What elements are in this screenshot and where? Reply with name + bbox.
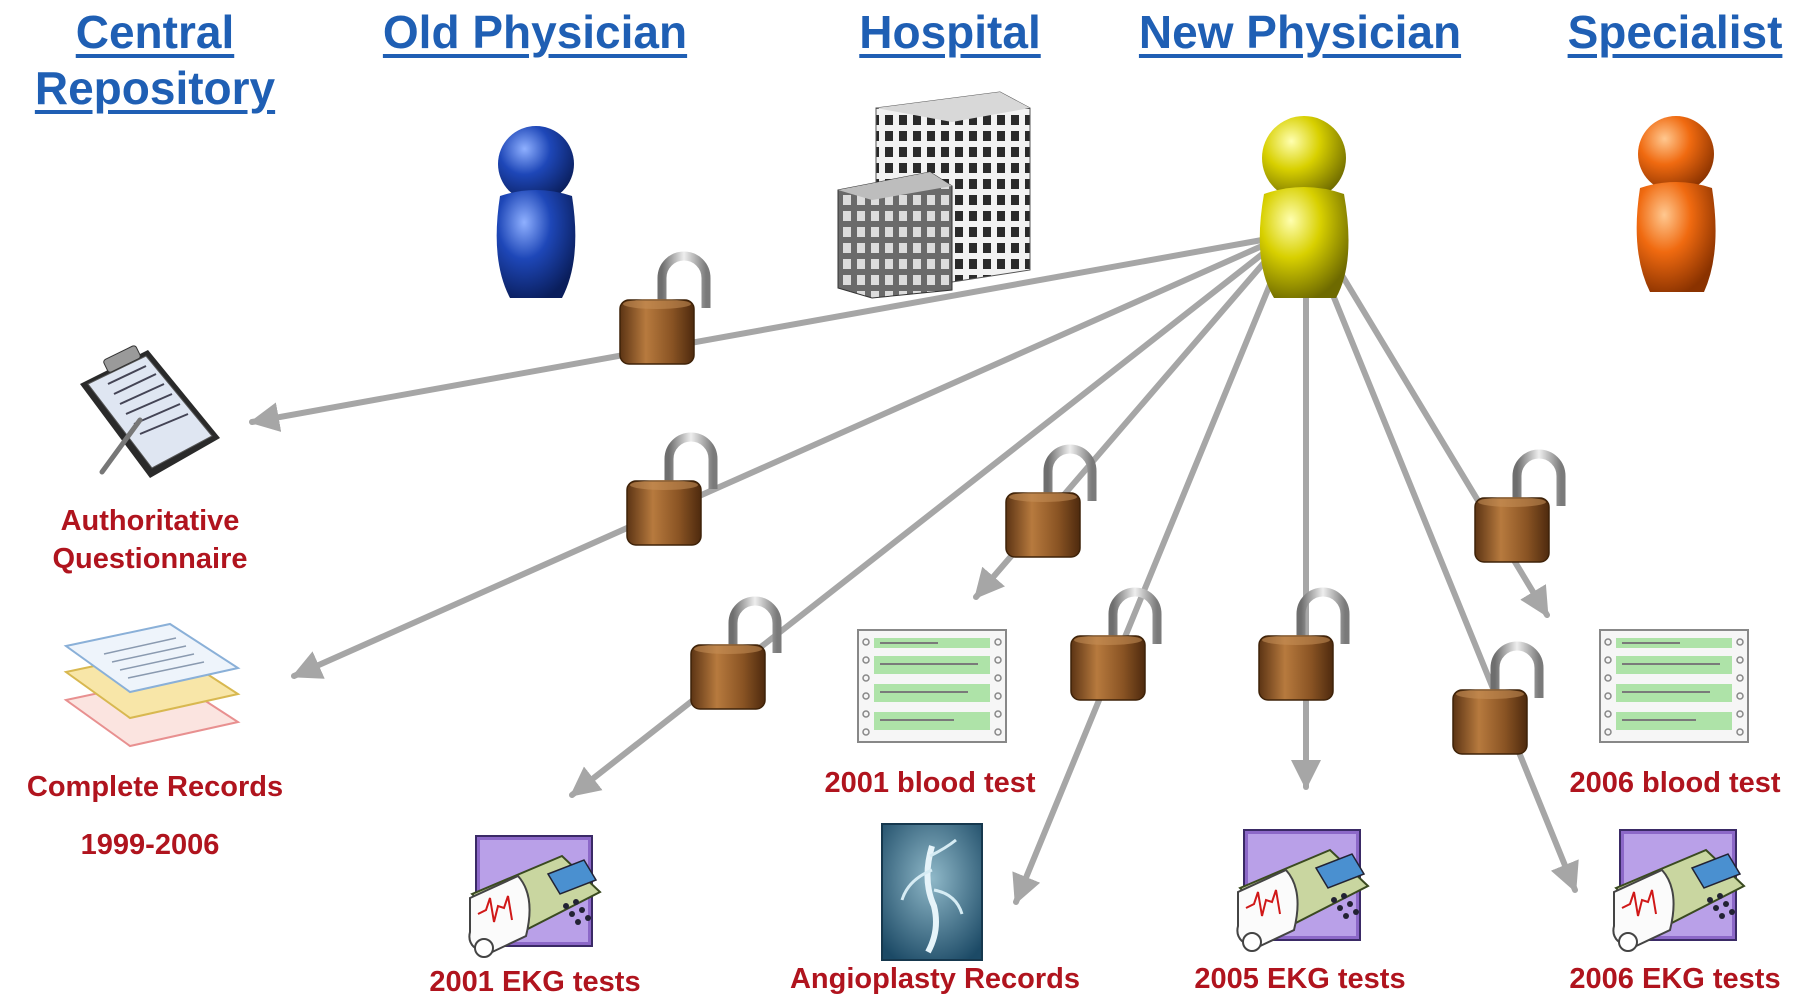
complete-records-document-stack-icon: [63, 622, 241, 748]
angioplasty-xray-icon: [881, 823, 983, 961]
blood-2006-label: 2006 blood test: [1569, 767, 1781, 799]
arrow-to-questionnaire: [249, 237, 1265, 432]
blood-2006-lab-report-icon: [1599, 629, 1749, 743]
ekg-2001-label: 2001 EKG tests: [429, 966, 641, 998]
blood-2001-lab-report-icon: [857, 629, 1007, 743]
arrow-to-complete-records: [291, 243, 1265, 679]
old-physician-person-icon: [496, 126, 576, 298]
old-physician-header: Old Physician: [382, 6, 688, 58]
angioplasty-label: Angioplasty Records: [789, 963, 1081, 995]
complete-records-years-label: 1999-2006: [80, 829, 220, 861]
new-physician-person-icon: [1259, 116, 1349, 298]
arrow-to-angioplasty: [1012, 262, 1281, 905]
questionnaire-clipboard-icon: [80, 345, 220, 478]
central-repository-header-line2: Repository: [34, 62, 276, 114]
ekg-2006-machine-icon: [1612, 829, 1745, 952]
questionnaire-label: Authoritative Questionnaire: [0, 502, 300, 578]
blood-2001-label: 2001 blood test: [824, 767, 1036, 799]
specialist-person-icon: [1636, 116, 1716, 292]
arrow-to-2001-ekg: [569, 249, 1268, 798]
ekg-2006-label: 2006 EKG tests: [1569, 963, 1781, 995]
new-physician-header: New Physician: [1138, 6, 1462, 58]
ekg-2005-label: 2005 EKG tests: [1194, 963, 1406, 995]
central-repository-header-line1: Central: [75, 6, 235, 58]
questionnaire-label-line1: Authoritative: [60, 505, 240, 537]
ekg-2005-machine-icon: [1236, 829, 1369, 952]
ekg-2001-machine-icon: [468, 835, 601, 958]
specialist-header: Specialist: [1567, 6, 1783, 58]
complete-records-label: Complete Records: [26, 771, 284, 803]
questionnaire-label-line2: Questionnaire: [52, 543, 248, 575]
central-repository-header: Central Repository: [10, 4, 300, 116]
hospital-building-icon: [837, 91, 1031, 299]
hospital-header: Hospital: [859, 6, 1041, 58]
arrow-to-2006-ekg: [1319, 265, 1579, 893]
